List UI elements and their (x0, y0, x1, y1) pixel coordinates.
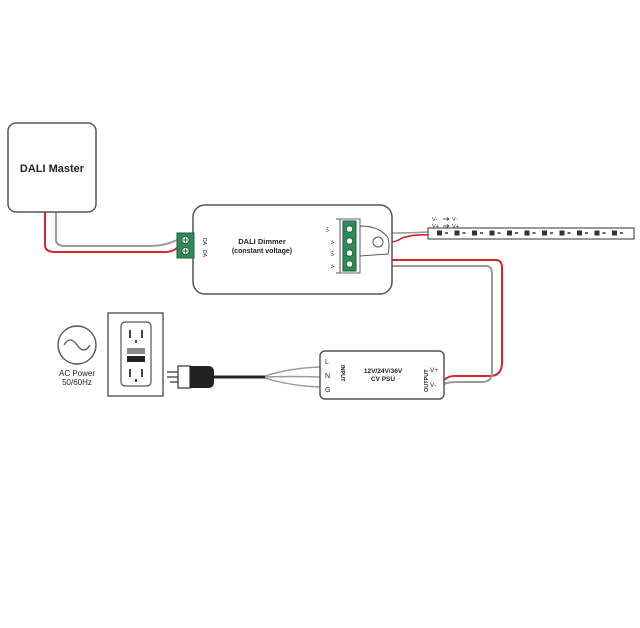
led-chip (472, 230, 477, 236)
led-resistor (550, 232, 553, 234)
sine-wave-icon (63, 339, 91, 351)
outlet-slot (129, 369, 131, 377)
strip-marker-1: V- (432, 217, 437, 223)
strip-marker-4: V+ (452, 224, 459, 230)
ac-wire-l (264, 366, 321, 377)
outlet-test-button (127, 348, 145, 354)
psu-title: 12V/24V/36V (364, 368, 403, 375)
plug-face (177, 365, 191, 389)
strip-marker-3: V+ (432, 224, 439, 230)
ac-wire-n (264, 375, 321, 378)
led-resistor (445, 232, 448, 234)
dimmer-out-label-1: V+ (325, 226, 330, 232)
led-chip (577, 230, 582, 236)
dimmer-da-label-1: DA (201, 238, 207, 246)
led-chip (437, 230, 442, 236)
psu-input-label: INPUT (339, 365, 345, 382)
led-strip-leds (437, 230, 623, 236)
outlet-slot (141, 369, 143, 377)
led-resistor (567, 232, 571, 234)
dali-master-box (7, 122, 97, 213)
strip-wire-gray (356, 231, 429, 234)
outlet-ground-hole (135, 379, 137, 382)
psu-pin-g: G (325, 387, 330, 394)
strip-marker-arrows (443, 217, 450, 228)
dimmer-out-label-2: V- (330, 239, 335, 244)
plug-body (190, 366, 214, 388)
dimmer-title: DALI Dimmer (238, 237, 286, 246)
led-chip (542, 230, 547, 236)
outlet-slot (141, 330, 143, 338)
led-resistor (532, 232, 536, 234)
psu-subtitle: CV PSU (371, 376, 396, 383)
dimmer-mount-hole (372, 236, 384, 248)
dimmer-subtitle: (constant voltage) (232, 248, 292, 255)
psu-pin-l: L (325, 359, 329, 366)
led-resistor (602, 232, 606, 234)
psu-box (319, 350, 445, 400)
led-chip (559, 230, 565, 236)
outlet-slot (129, 330, 131, 338)
dimmer-da-terminal-block (176, 232, 195, 259)
outlet-reset-button (127, 356, 145, 362)
dali-master-label: DALI Master (20, 163, 85, 175)
terminal-screw (345, 260, 354, 268)
led-chip (524, 230, 530, 236)
strip-marker-2: V- (452, 217, 457, 223)
terminal-screw (345, 237, 354, 245)
dimmer-out-label-3: V+ (330, 250, 335, 256)
outlet-ground-hole (135, 340, 137, 343)
dimmer-da-label-2: DA (201, 250, 207, 258)
led-resistor (480, 232, 483, 234)
terminal-screw (345, 249, 354, 257)
plug-prongs (167, 371, 178, 383)
led-resistor (497, 232, 501, 234)
psu-output-label: OUTPUT (424, 369, 430, 392)
dali-wire-red (44, 212, 178, 253)
ac-frequency-label: 50/60Hz (62, 378, 92, 387)
ac-wire-g (264, 377, 321, 388)
led-resistor (462, 232, 466, 234)
dimmer-out-label-4: V- (330, 263, 335, 268)
ac-power-label: AC Power (59, 369, 95, 378)
led-chip (454, 230, 460, 236)
led-resistor (620, 232, 623, 234)
led-resistor (585, 232, 588, 234)
psu-pin-n: N (325, 373, 330, 380)
screw-slot (183, 237, 188, 254)
led-strip (427, 227, 635, 240)
psu-pin-vplus: V+ (430, 367, 438, 374)
led-chip (507, 230, 512, 236)
psu-pin-vminus: V- (430, 382, 436, 389)
terminal-screw (345, 225, 354, 233)
led-resistor (515, 232, 518, 234)
led-chip (594, 230, 600, 236)
dimmer-output-terminal-block (342, 220, 357, 272)
led-chip (612, 230, 617, 236)
dali-wire-gray (55, 212, 178, 247)
led-chip (489, 230, 495, 236)
